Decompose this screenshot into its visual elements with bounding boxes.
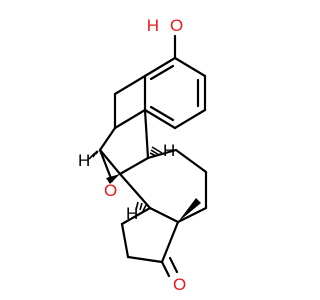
epoxide-oxygen: O <box>104 181 117 200</box>
bond <box>98 148 122 176</box>
stereo-hydrogen-c6: H <box>78 151 90 170</box>
bond <box>160 220 180 264</box>
bond <box>118 156 150 176</box>
bond <box>120 222 130 259</box>
hash <box>150 149 160 156</box>
bond <box>146 148 178 160</box>
hydroxyl-hydrogen: H <box>147 16 159 35</box>
bond <box>173 108 207 130</box>
bond <box>118 172 152 210</box>
bond <box>120 206 152 226</box>
bond <box>113 74 147 96</box>
bond <box>149 105 175 122</box>
bond <box>149 64 175 81</box>
bond <box>174 148 208 174</box>
methyl-wedge <box>178 198 201 222</box>
bond <box>143 108 177 130</box>
wedge-bonds <box>106 174 201 222</box>
stereo-hydrogen-c14: H <box>126 204 138 223</box>
ketone-oxygen: O <box>173 275 186 294</box>
bond <box>98 126 117 152</box>
hash <box>151 146 163 154</box>
hash <box>135 201 139 211</box>
hash <box>142 204 147 212</box>
hash <box>149 152 157 157</box>
bond <box>173 56 207 78</box>
hydroxyl-oxygen: O <box>170 16 183 35</box>
bond <box>126 255 164 264</box>
epoxide-wedge <box>106 174 120 184</box>
bond <box>176 206 208 224</box>
hash <box>139 202 143 211</box>
hashed-bonds <box>88 146 163 212</box>
bond <box>168 256 179 274</box>
hash <box>88 152 96 160</box>
stereo-hydrogen-c9: H <box>163 141 175 160</box>
hash <box>95 150 99 155</box>
bond <box>98 148 114 183</box>
bonds <box>98 34 208 278</box>
bond <box>143 108 150 160</box>
bond <box>160 260 171 278</box>
atom-labels: O H O O H H H <box>78 16 186 294</box>
steroid-structure-diagram: O H O O H H H <box>78 16 208 294</box>
bond <box>113 108 147 130</box>
bond <box>143 56 177 78</box>
bond <box>148 206 180 224</box>
